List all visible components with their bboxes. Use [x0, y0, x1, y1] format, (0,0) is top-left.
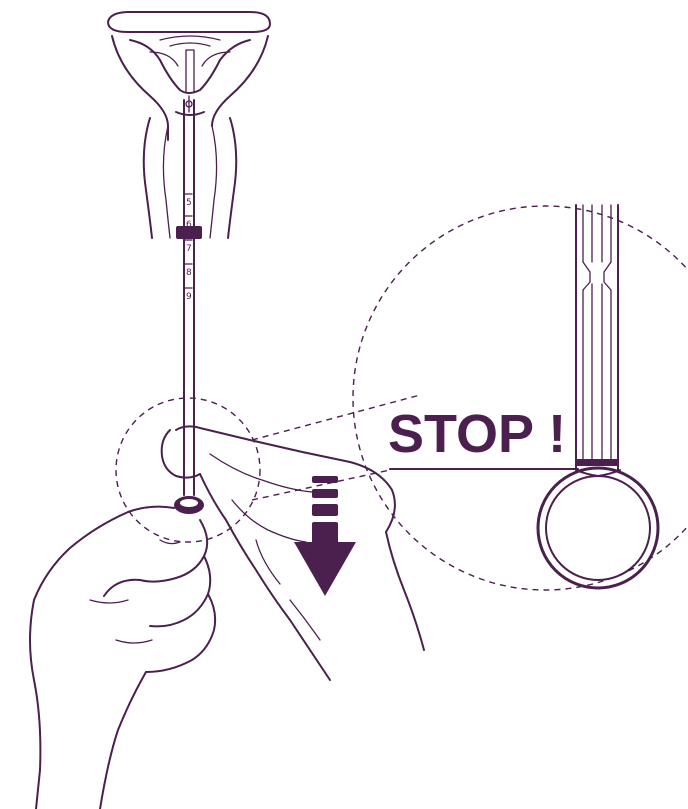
- inserter-tube-icon: [183, 95, 195, 496]
- scale-mark-6: 6: [186, 220, 192, 230]
- stop-label: STOP !: [388, 404, 566, 464]
- zoom-detail-circle: [352, 205, 688, 591]
- scale-mark-7: 7: [186, 244, 192, 254]
- uterus-icon: [107, 11, 271, 239]
- zoomed-tube-icon: [575, 204, 619, 471]
- hands-icon: [29, 425, 425, 809]
- scale-mark-5: 5: [186, 198, 192, 208]
- ring-handle-icon: [536, 466, 660, 590]
- arrow-down-icon: [294, 476, 356, 596]
- zoom-connector-bottom: [251, 469, 391, 501]
- scale-mark-9: 9: [186, 292, 192, 302]
- scale-ticks: 5 6 7 8 9: [183, 193, 193, 302]
- depth-flange-icon: [176, 226, 202, 239]
- scale-mark-8: 8: [186, 268, 192, 278]
- zoom-source-circle: [115, 397, 261, 543]
- tube-ring-icon: [174, 496, 204, 514]
- zoom-connector-top: [251, 394, 421, 441]
